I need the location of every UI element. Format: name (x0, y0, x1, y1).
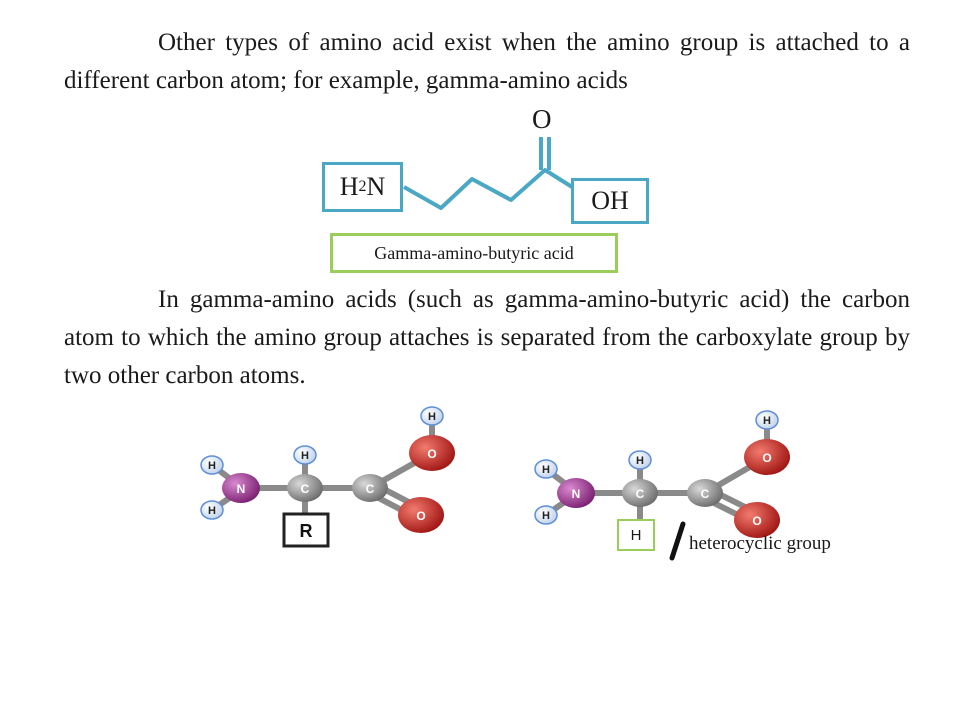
amino-acid-model-glycine: H H H H N C C O O (534, 410, 790, 538)
hydrogen-atom: H (200, 500, 224, 520)
oxygen-atom: O (398, 497, 444, 533)
svg-text:O: O (752, 514, 761, 528)
svg-text:C: C (301, 482, 310, 496)
amino-acid-model-generic: H H H H N C C O O R (200, 406, 455, 548)
carbon-atom: C (622, 479, 658, 507)
oxygen-atom: O (409, 435, 455, 471)
oxygen-atom: O (744, 439, 790, 475)
svg-text:H: H (428, 411, 436, 423)
separator-slash (669, 521, 686, 561)
amine-h: H (339, 172, 359, 201)
r-group-box: R (282, 512, 330, 548)
hydroxyl-group-box: OH (571, 178, 649, 224)
svg-text:H: H (208, 505, 216, 517)
svg-text:O: O (416, 509, 425, 523)
oxygen-atom: O (734, 502, 780, 538)
svg-text:H: H (301, 450, 309, 462)
svg-text:R: R (300, 521, 313, 541)
hydrogen-atom: H (755, 410, 779, 430)
carbon-atom: C (352, 474, 388, 502)
svg-text:C: C (701, 487, 710, 501)
carbon-atom: C (287, 474, 323, 502)
nitrogen-atom: N (557, 478, 595, 508)
svg-text:H: H (208, 460, 216, 472)
svg-text:H: H (763, 415, 771, 427)
hydrogen-atom: H (628, 450, 652, 470)
intro-paragraph: Other types of amino acid exist when the… (64, 29, 910, 94)
carbon-atom: C (687, 479, 723, 507)
structure-caption: Gamma-amino-butyric acid (330, 233, 618, 273)
svg-text:H: H (542, 464, 550, 476)
svg-text:N: N (237, 482, 246, 496)
svg-text:H: H (636, 455, 644, 467)
svg-text:C: C (366, 482, 375, 496)
svg-text:H: H (542, 510, 550, 522)
hydrogen-atom: H (534, 459, 558, 479)
side-chain-h-box: H (617, 519, 655, 551)
svg-text:N: N (572, 487, 581, 501)
explanation-paragraph: In gamma-amino acids (such as gamma-amin… (64, 286, 910, 389)
hydrogen-atom: H (293, 445, 317, 465)
carbonyl-oxygen-label: O (532, 104, 552, 134)
svg-text:O: O (762, 451, 771, 465)
heterocyclic-group-label: heterocyclic group (689, 533, 831, 554)
nitrogen-atom: N (222, 473, 260, 503)
svg-text:O: O (427, 447, 436, 461)
svg-text:C: C (636, 487, 645, 501)
hydrogen-atom: H (534, 505, 558, 525)
amine-subscript: 2 (358, 178, 367, 195)
amine-n: N (366, 172, 386, 201)
hydrogen-atom: H (420, 406, 444, 426)
hydrogen-atom: H (200, 455, 224, 475)
